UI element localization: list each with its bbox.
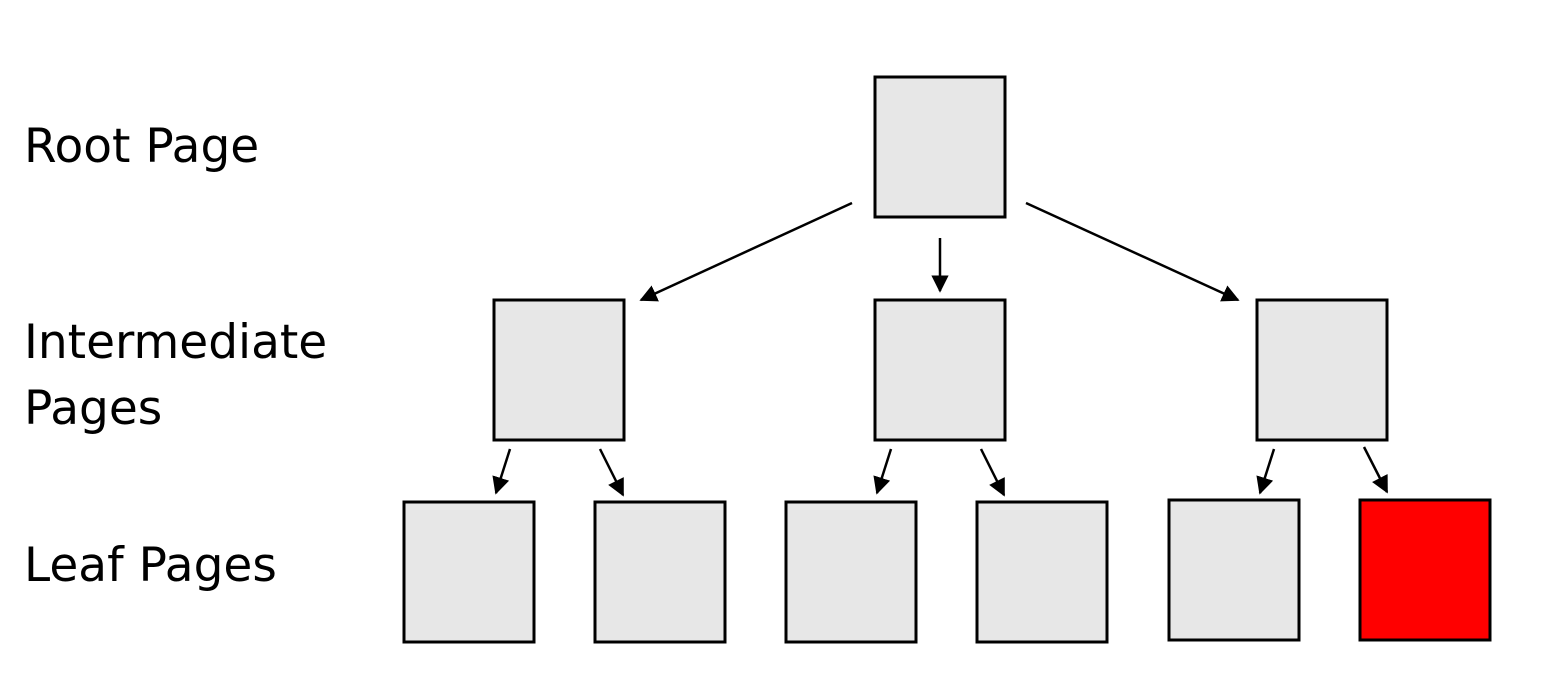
intermediate-2-node xyxy=(873,298,1007,442)
intermediate-1-to-leaf-1-arrow xyxy=(492,448,512,495)
tree-nodes xyxy=(402,75,1492,644)
intermediate-1-to-leaf-2-arrow xyxy=(598,448,625,497)
leaf-pages-label: Leaf Pages xyxy=(24,538,277,593)
intermediate-3-node xyxy=(1255,298,1389,442)
leaf-1-node xyxy=(402,500,536,644)
intermediate-3-to-leaf-6-arrow xyxy=(1362,446,1389,494)
root-to-intermediate-3-arrow xyxy=(1025,201,1240,302)
intermediate-pages-label: Intermediate Pages xyxy=(24,315,328,436)
leaf-4-node xyxy=(975,500,1109,644)
root-to-intermediate-1-arrow xyxy=(639,201,853,302)
intermediate-2-to-leaf-3-arrow xyxy=(873,448,893,495)
leaf-3-node xyxy=(784,500,918,644)
leaf-2-node xyxy=(593,500,727,644)
tree-edges xyxy=(492,201,1389,497)
intermediate-3-to-leaf-5-arrow xyxy=(1256,448,1276,495)
leaf-6-highlighted-node xyxy=(1358,498,1492,642)
leaf-5-node xyxy=(1167,498,1301,642)
root-page-node xyxy=(873,75,1007,219)
intermediate-2-to-leaf-4-arrow xyxy=(979,448,1006,497)
intermediate-1-node xyxy=(492,298,626,442)
root-page-label: Root Page xyxy=(24,119,260,174)
